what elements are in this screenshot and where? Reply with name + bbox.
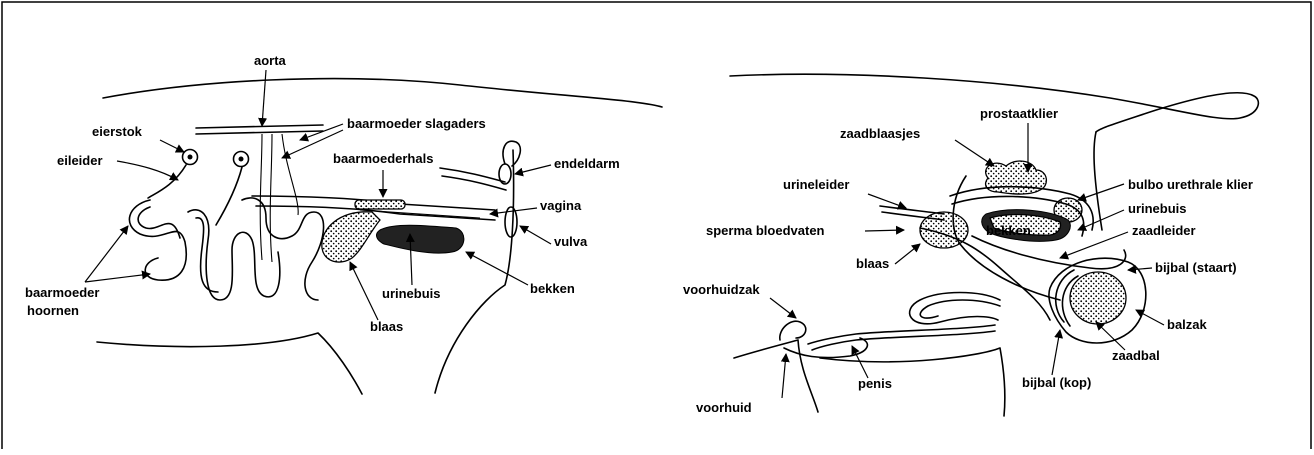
arrow-sperma [865,230,904,231]
label-vagina: vagina [540,198,582,213]
arrow-zaadbal [1096,322,1125,350]
label-zaadleider: zaadleider [1132,223,1196,238]
prostate [986,161,1047,194]
label-aorta: aorta [254,53,287,68]
aorta-vessel-lower [196,131,323,134]
label-prostaatklier: prostaatklier [980,106,1058,121]
label-urineleider: urineleider [783,177,849,192]
label-sperma: sperma bloedvaten [706,223,825,238]
outer-border [2,2,1311,449]
arrow-bekken [466,252,528,285]
label-balzak: balzak [1167,317,1208,332]
arrow-bijbal-kop [1052,330,1060,375]
female-belly-outline [97,333,362,394]
uterine-horn-outer [129,200,186,280]
label-bekken: bekken [530,281,575,296]
oviduct [148,165,242,225]
tail-loop [503,141,520,166]
anus [499,164,511,184]
label-urinebuis: urinebuis [382,286,441,301]
arrow-blaas [350,262,378,320]
label-bijbal-kop: bijbal (kop) [1022,375,1091,390]
penis-sigmoid [910,293,1000,324]
label-endeldarm: endeldarm [554,156,620,171]
label-hoornen-2: hoornen [27,303,79,318]
label-vulva: vulva [554,234,588,249]
label-male-blaas: blaas [856,256,889,271]
prepuce [780,321,806,340]
urethra-dark [377,225,464,253]
arrow-hoornen-1 [85,226,128,282]
female-diagram: aorta eierstok eileider baarmoeder slaga… [25,53,662,394]
label-zaadblaasjes: zaadblaasjes [840,126,920,141]
label-blaas: blaas [370,319,403,334]
label-slagaders: baarmoeder slagaders [347,116,486,131]
arrow-bijbal-staart [1128,268,1152,270]
arrow-zaadblaasjes [955,140,994,166]
label-bulbo: bulbo urethrale klier [1128,177,1253,192]
arrow-vulva [520,226,551,244]
label-bijbal-staart: bijbal (staart) [1155,260,1237,275]
arrow-eierstok [160,140,184,152]
male-diagram: prostaatklier zaadblaasjes urineleider b… [683,74,1258,416]
label-penis: penis [858,376,892,391]
label-voorhuid: voorhuid [696,400,752,415]
label-eileider: eileider [57,153,103,168]
female-back-outline [103,79,662,107]
label-eierstok: eierstok [92,124,143,139]
ovary-right-core [239,157,244,162]
cervix-stippled [355,200,405,209]
arrow-eileider [117,161,178,180]
label-zaadbal: zaadbal [1112,348,1160,363]
label-baarmoederhals: baarmoederhals [333,151,433,166]
arrow-aorta [262,70,266,126]
label-voorhuidzak: voorhuidzak [683,282,760,297]
arrow-bulbo [1078,184,1124,200]
arrow-voorhuid [782,354,786,398]
pelvis-line [360,210,480,218]
rectum [440,168,506,190]
male-leg-outline [820,348,1005,416]
arrow-male-blaas [895,244,920,264]
arrow-hoornen-2 [85,274,150,282]
arrow-endeldarm [515,165,551,174]
label-male-urinebuis: urinebuis [1128,201,1187,216]
arrow-urineleider [868,194,906,208]
arrow-zaadleider [1060,232,1128,258]
male-back-outline [730,74,1258,132]
male-tail-outline [1094,132,1102,230]
penis-shaft [808,325,995,350]
label-male-bekken: bekken [986,223,1031,238]
testis [1070,272,1126,324]
bladder [322,212,380,262]
ovary-left-core [188,155,193,160]
arrow-voorhuidzak [770,298,796,318]
label-hoornen-1: baarmoeder [25,285,99,300]
aorta-vessel [196,125,323,128]
